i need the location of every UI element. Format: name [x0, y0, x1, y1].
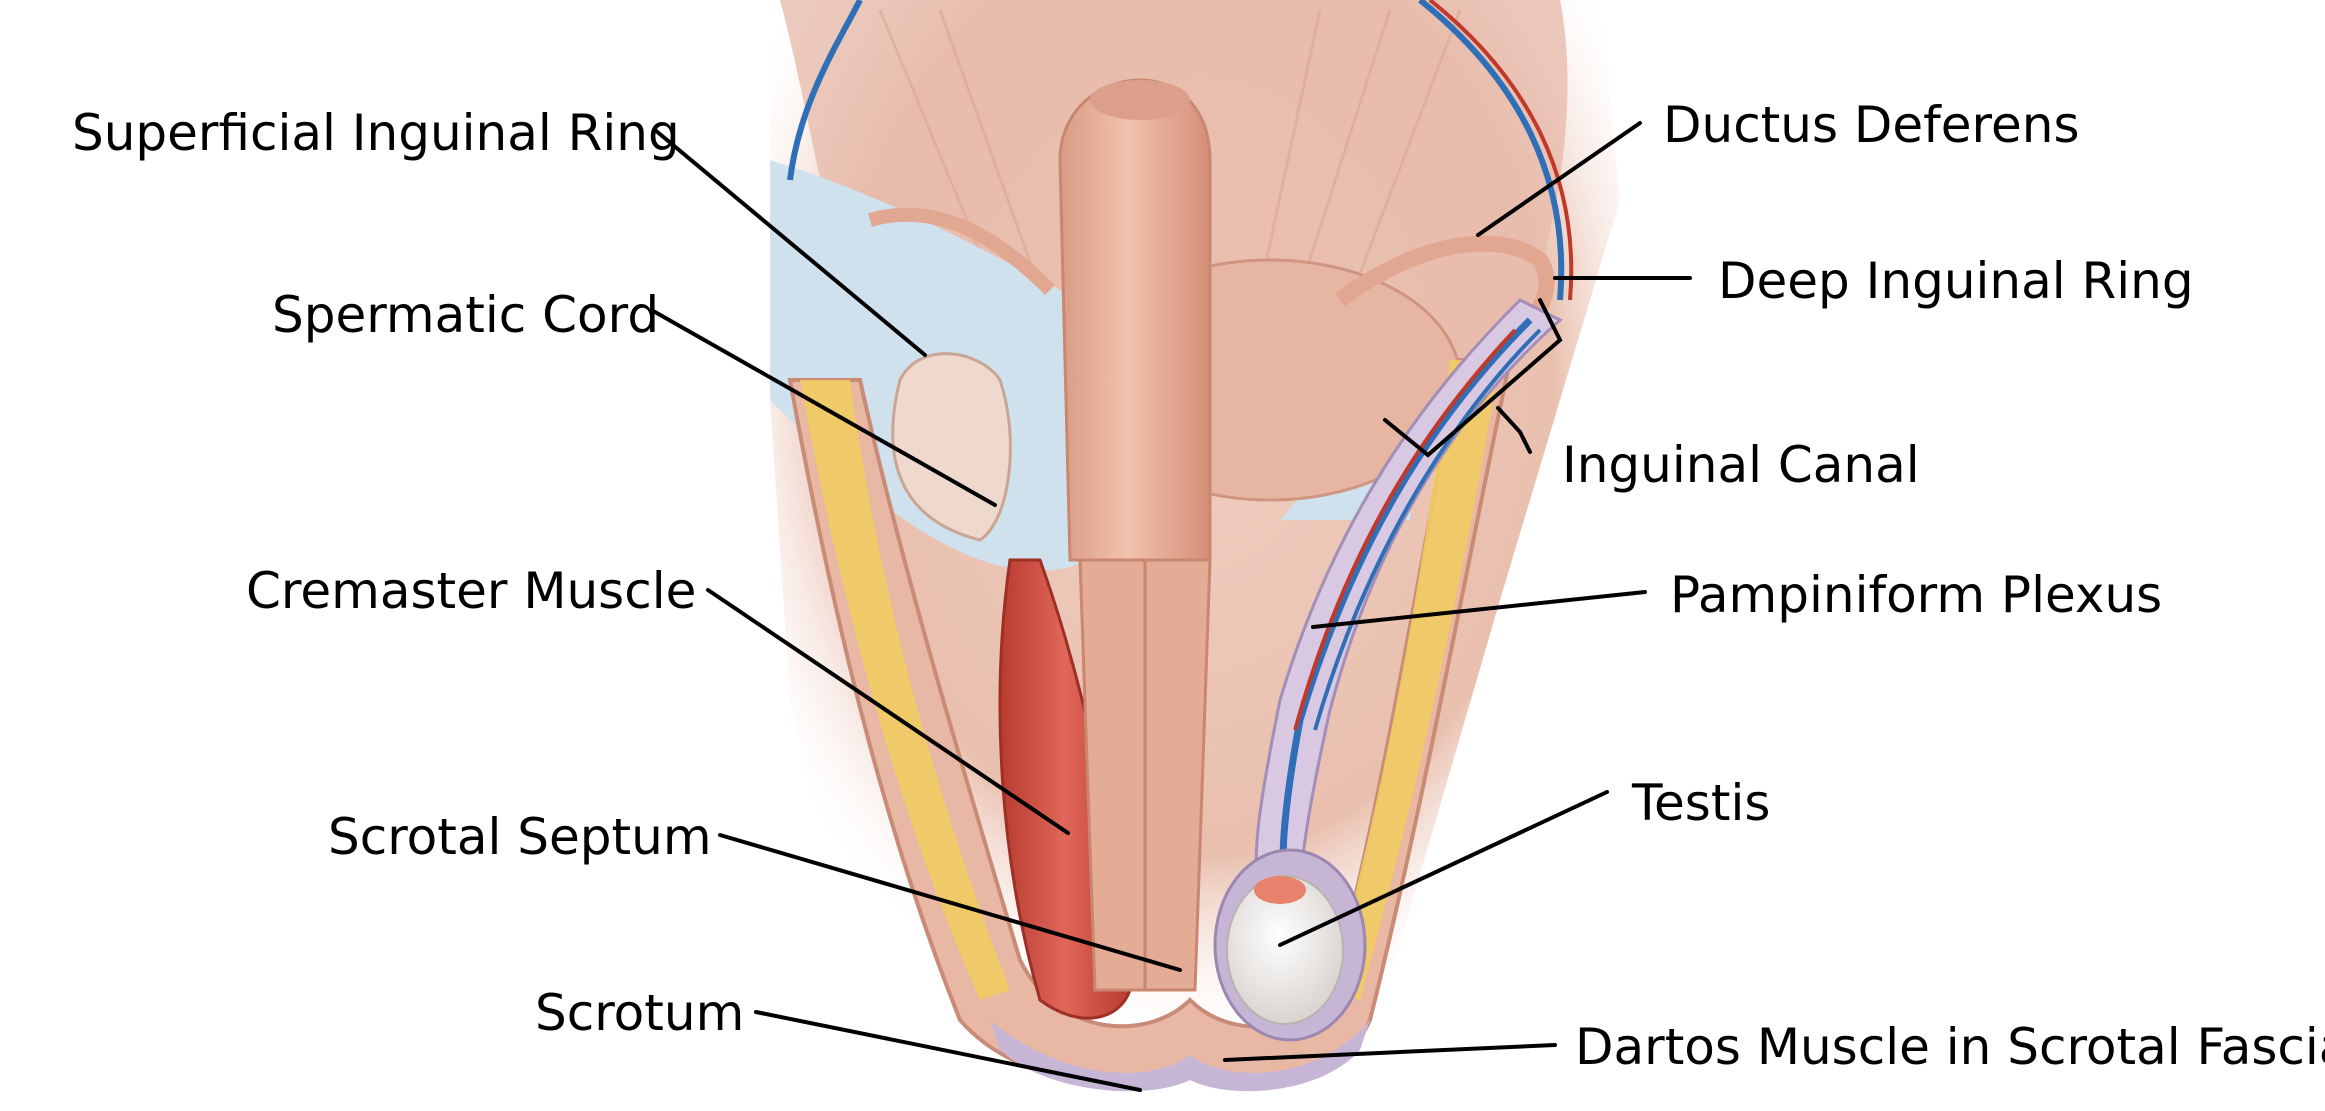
leader-dartos-muscle	[1223, 1043, 1557, 1062]
leader-scrotal-septum	[718, 833, 1182, 972]
label-superficial-inguinal-ring: Superficial Inguinal Ring	[72, 104, 680, 162]
inguinal-canal-bracket	[1383, 298, 1563, 458]
penis	[1058, 78, 1212, 992]
left-vessel-arc	[787, 0, 863, 181]
deep-ring-artery	[1428, 0, 1574, 301]
label-deep-inguinal-ring: Deep Inguinal Ring	[1718, 252, 2194, 310]
leader-spermatic-cord	[653, 310, 997, 507]
spermatic-cord	[891, 352, 1012, 542]
label-testis: Testis	[1632, 774, 1771, 832]
leader-pampiniform-plexus	[1311, 590, 1647, 629]
testis	[1213, 848, 1367, 1042]
left-ductus-deferens	[868, 207, 1055, 295]
label-scrotal-septum: Scrotal Septum	[328, 808, 712, 866]
label-cremaster-muscle: Cremaster Muscle	[246, 562, 697, 620]
label-ductus-deferens: Ductus Deferens	[1663, 96, 2080, 154]
leader-lines	[653, 121, 1692, 1092]
deep-ring-vessels	[1418, 0, 1565, 301]
label-inguinal-canal: Inguinal Canal	[1562, 436, 1920, 494]
leader-ductus-deferens	[1476, 121, 1642, 237]
leader-cremaster-muscle	[706, 588, 1070, 835]
leader-superficial-inguinal-ring	[653, 128, 927, 357]
label-pampiniform-plexus: Pampiniform Plexus	[1670, 566, 2163, 624]
label-scrotum: Scrotum	[535, 984, 745, 1042]
leader-testis	[1278, 790, 1609, 947]
label-dartos-muscle: Dartos Muscle in Scrotal Fascia	[1575, 1018, 2325, 1076]
leader-scrotum	[754, 1010, 1142, 1092]
leader-inguinal-canal	[1496, 406, 1532, 454]
pampiniform-plexus	[1254, 298, 1563, 902]
label-spermatic-cord: Spermatic Cord	[272, 286, 660, 344]
